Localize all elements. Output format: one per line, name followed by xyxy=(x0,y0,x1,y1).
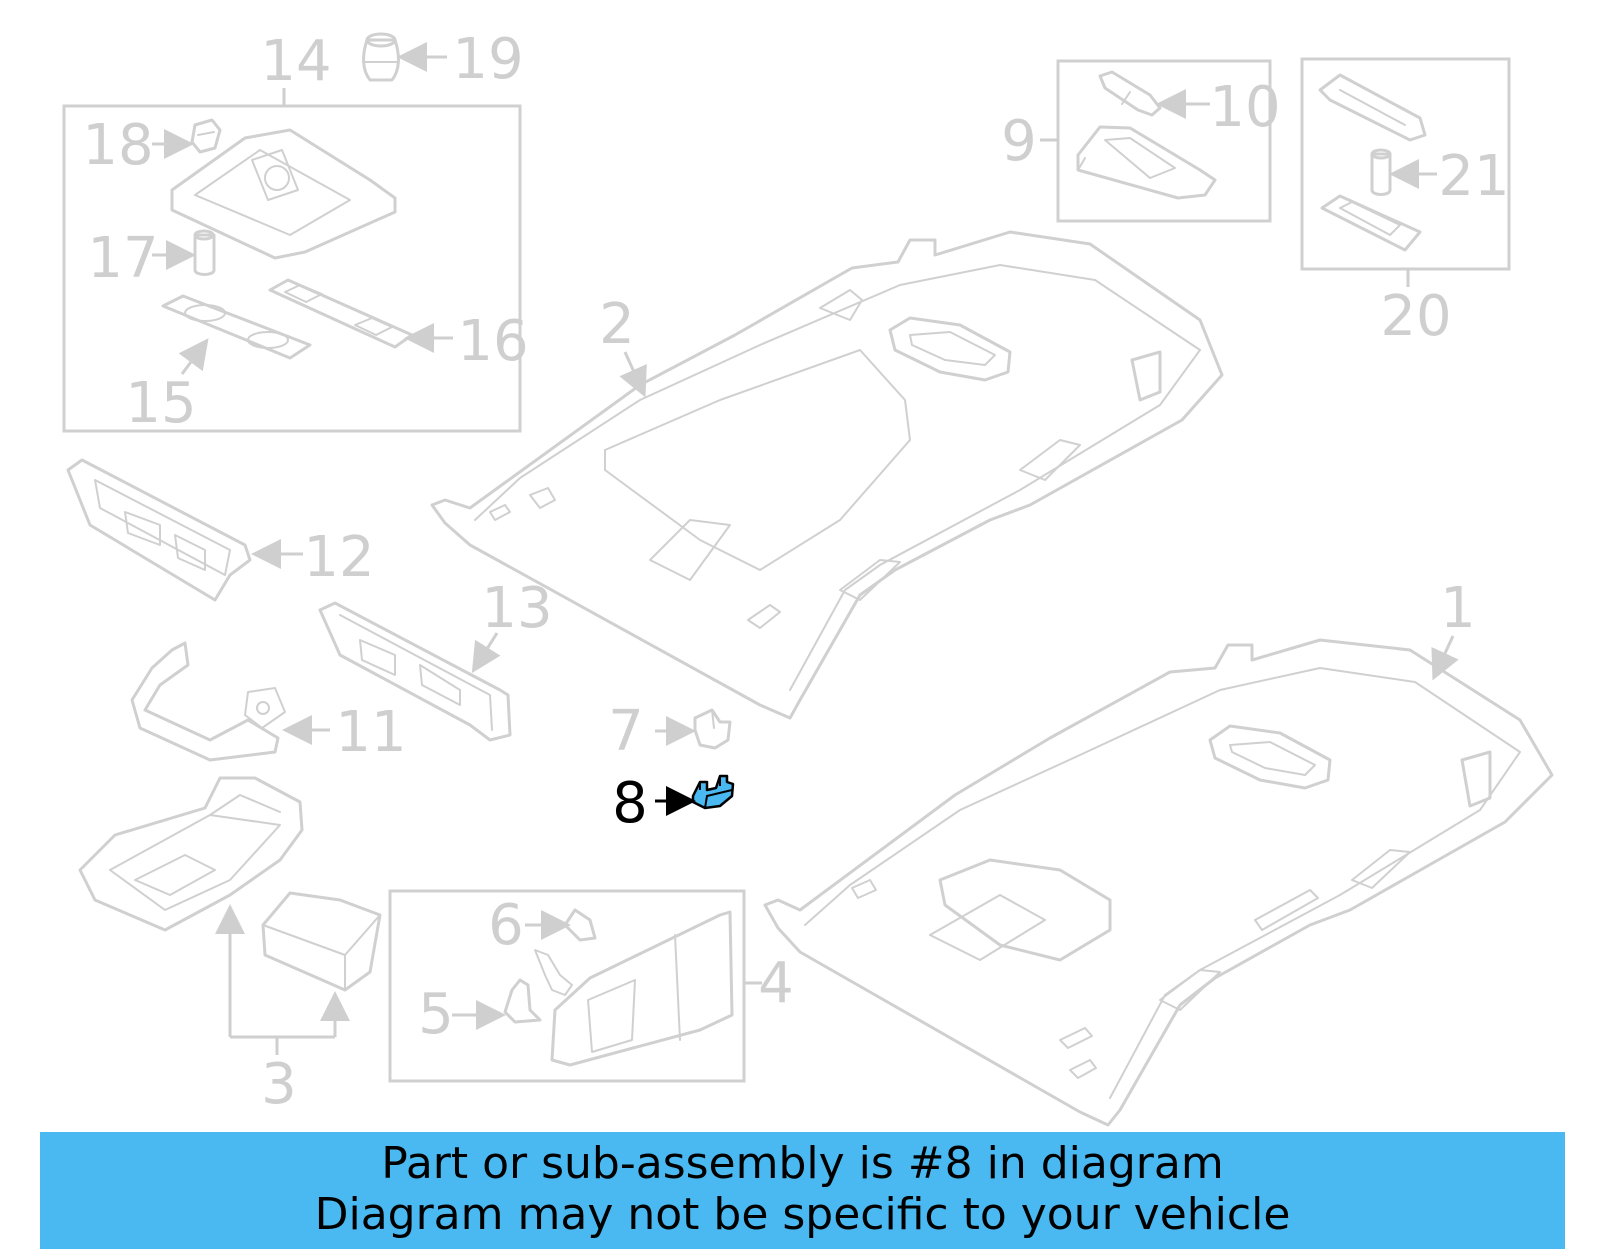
part-15-lens xyxy=(161,294,312,360)
callout-4: 4 xyxy=(758,951,794,1016)
part-18-clip xyxy=(190,118,222,154)
callout-10: 10 xyxy=(1209,75,1280,140)
callout-9: 9 xyxy=(1001,109,1037,174)
banner-line-1: Part or sub-assembly is #8 in diagram xyxy=(381,1138,1224,1189)
callout-19: 19 xyxy=(452,27,523,92)
part-4-sun-visor xyxy=(534,910,734,1067)
callout-3: 3 xyxy=(261,1052,297,1117)
part-21-bulb xyxy=(1370,148,1392,196)
callout-16: 16 xyxy=(457,309,528,374)
part-1-headliner xyxy=(763,638,1554,1127)
part-2-headliner xyxy=(430,230,1224,720)
part-7-clip xyxy=(693,708,732,750)
part-12-trim xyxy=(66,458,252,602)
part-20-lamp-top xyxy=(1318,73,1427,142)
callout-2: 2 xyxy=(599,292,635,357)
callout-21: 21 xyxy=(1438,144,1509,209)
banner-line-2: Diagram may not be specific to your vehi… xyxy=(314,1189,1291,1240)
callout-18: 18 xyxy=(82,113,153,178)
part-map-lamp-housing xyxy=(170,128,397,260)
part-20-lamp-lens xyxy=(1320,194,1422,252)
callout-14: 14 xyxy=(260,29,331,94)
callout-20: 20 xyxy=(1380,284,1451,349)
callout-17: 17 xyxy=(87,226,158,291)
part-19-bulb xyxy=(362,32,400,82)
callout-8[interactable]: 8 xyxy=(612,771,648,836)
group-box-20 xyxy=(1300,57,1511,271)
group-box-14 xyxy=(62,104,522,433)
callout-7: 7 xyxy=(608,699,644,764)
part-13-trim xyxy=(318,601,512,742)
part-11-grab-handle xyxy=(130,641,286,762)
part-8-highlighted[interactable] xyxy=(691,774,735,810)
part-9-lamp xyxy=(1076,125,1217,200)
part-17-bulb xyxy=(193,229,216,276)
part-3-console-small xyxy=(261,891,382,992)
callout-5: 5 xyxy=(418,982,454,1047)
callout-15: 15 xyxy=(125,371,196,436)
group-box-4 xyxy=(388,889,746,1083)
part-10-bulb xyxy=(1098,70,1162,117)
part-6-clip xyxy=(563,908,597,942)
callout-11: 11 xyxy=(335,700,406,765)
callout-13: 13 xyxy=(481,576,552,641)
callout-1: 1 xyxy=(1440,576,1476,641)
part-3-console-large xyxy=(78,776,304,932)
callout-6: 6 xyxy=(488,893,524,958)
info-banner: Part or sub-assembly is #8 in diagram Di… xyxy=(40,1132,1565,1249)
callout-12: 12 xyxy=(303,525,374,590)
part-5-bracket xyxy=(503,978,542,1024)
